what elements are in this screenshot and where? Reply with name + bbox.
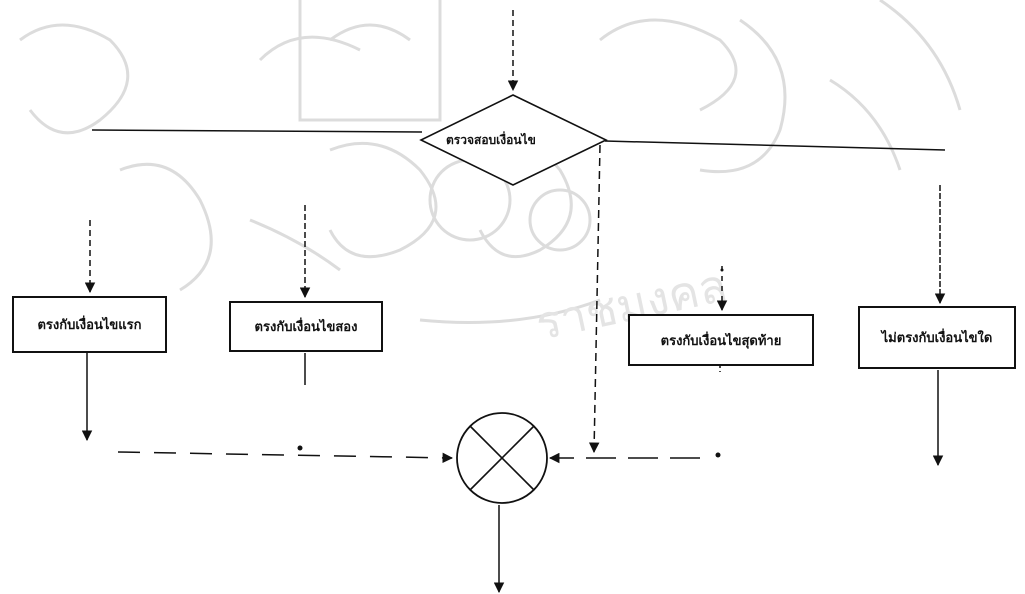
connector-merge-left [118,452,452,458]
connector-decision-to-merge [594,145,600,452]
connector-branch-left [92,130,422,132]
case-box-first: ตรงกับเงื่อนไขแรก [12,296,167,353]
case-box-second: ตรงกับเงื่อนไขสอง [229,301,383,352]
connector-branch-right [605,141,945,150]
case-box-none: ไม่ตรงกับเงื่อนไขใด [858,306,1016,369]
merge-node [457,413,547,503]
decision-label: ตรวจสอบเงื่อนไข [446,131,536,150]
case-box-last: ตรงกับเงื่อนไขสุดท้าย [628,314,814,366]
